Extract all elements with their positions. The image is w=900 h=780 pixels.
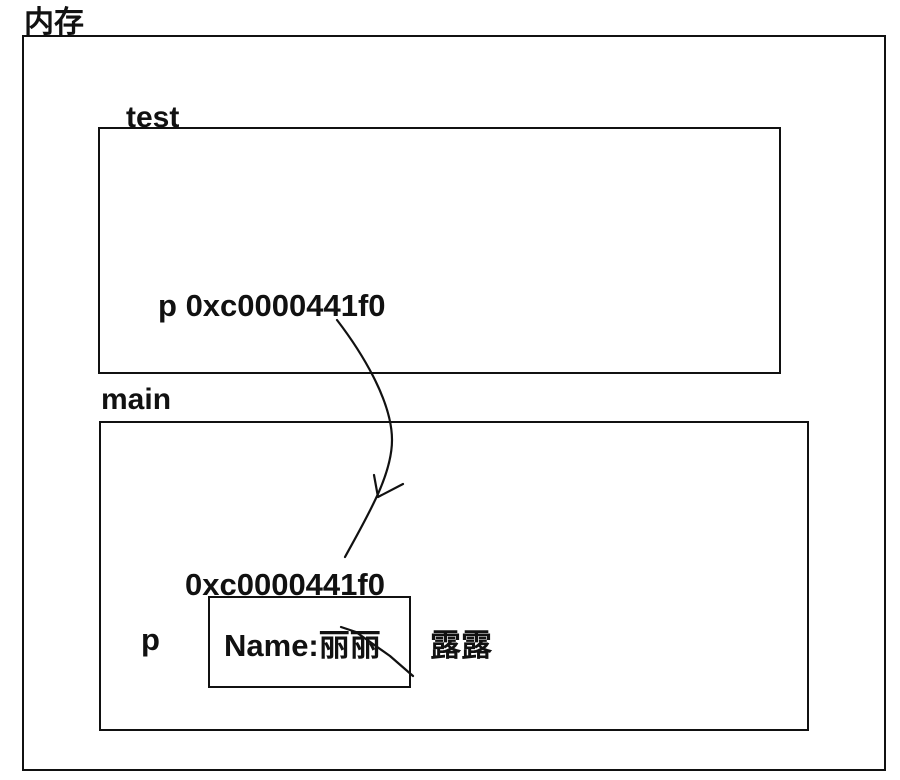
struct-field-label: Name: <box>224 628 319 663</box>
test-frame-title: test <box>126 101 180 134</box>
struct-old-value: 丽丽 <box>318 628 381 663</box>
test-pointer-var: p <box>158 288 177 323</box>
main-frame-title: main <box>101 383 172 416</box>
main-stack-frame <box>99 421 809 731</box>
main-pointer-var: p <box>141 622 160 657</box>
struct-new-value: 露露 <box>430 628 492 663</box>
struct-name-field: Name:丽丽 <box>224 630 381 661</box>
test-pointer: p 0xc0000441f0 <box>158 290 386 321</box>
struct-address: 0xc0000441f0 <box>185 567 385 602</box>
memory-frame <box>22 35 886 771</box>
test-pointer-value: 0xc0000441f0 <box>185 288 386 323</box>
test-stack-frame <box>98 127 781 374</box>
memory-title: 内存 <box>24 6 84 39</box>
